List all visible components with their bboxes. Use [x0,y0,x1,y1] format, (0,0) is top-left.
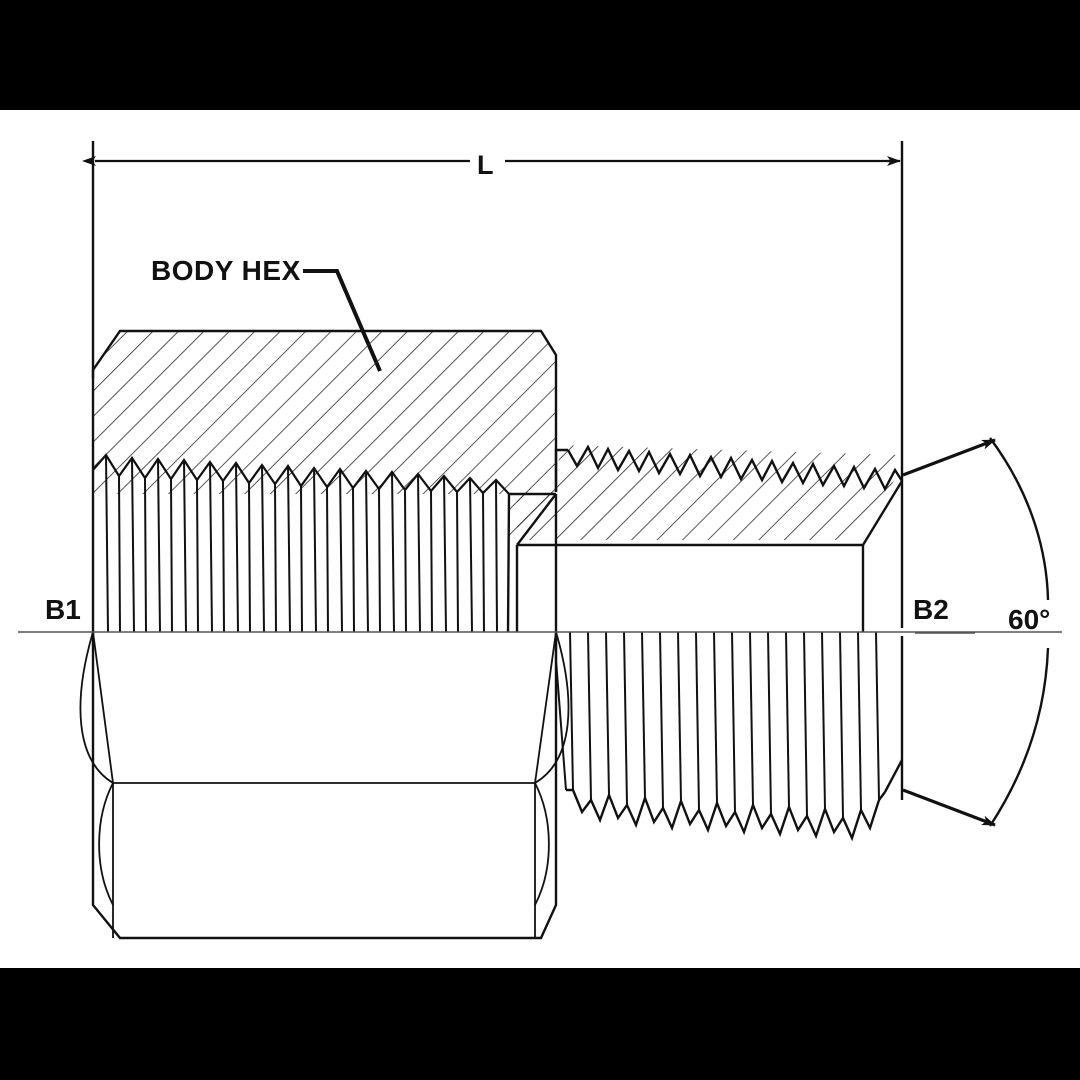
male-thread-lower [554,631,904,842]
male-core-mask [517,545,860,632]
male-thread-shoulder [554,448,568,492]
male-thread-crest-line [566,444,904,492]
hex-arc-right-top [534,631,570,784]
callout-label-body-hex: BODY HEX [151,255,301,286]
angle-arc-lower [988,647,1050,827]
male-nose-chamfer-lower [883,759,904,793]
female-thread-flanks [105,454,498,633]
hex-body-lower-view [79,631,570,940]
hex-body-hatch-region [93,331,556,545]
letterbox-bar-top [0,0,1080,110]
male-thread-hatch-region [517,445,900,540]
hex-to-thread-transition [516,493,557,546]
female-bore-step [506,493,511,633]
angle-arc-upper [989,437,1050,601]
hex-arc-left [98,782,114,906]
male-thread-upper [515,444,904,632]
male-lower-runout [555,659,567,791]
dimension-label-b1: B1 [45,594,81,625]
hex-arc-right [534,782,550,906]
male-thread-crest-line-lower [566,788,886,842]
letterbox-bar-bottom [0,968,1080,1080]
male-thread-flanks-lower [569,631,880,819]
dimension-seat-angle [902,437,1050,827]
hex-outline-lower [91,632,558,940]
male-nose-chamfer-upper [861,480,904,546]
hex-arc-left-top [79,631,114,784]
angle-leader-upper [902,438,996,477]
dimension-label-length: L [477,150,494,180]
angle-leader-lower [902,788,996,827]
dimension-label-b2: B2 [913,594,949,625]
dimension-label-seat-angle: 60° [1008,604,1051,635]
female-thread-upper [92,453,558,633]
hex-body-outline-upper [92,329,558,492]
